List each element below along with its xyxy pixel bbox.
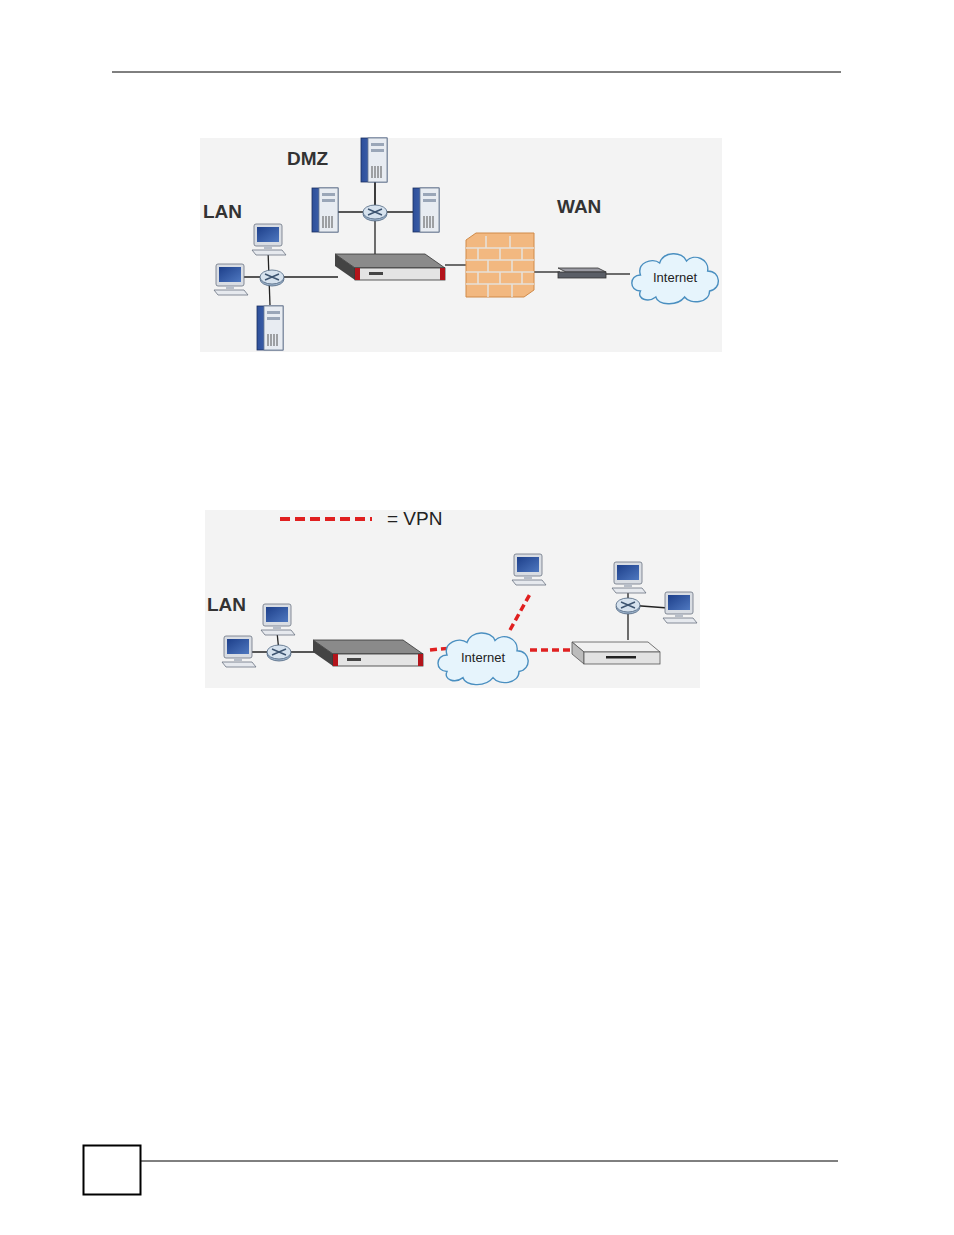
- vpn-diagram: [205, 510, 700, 688]
- zone-label: LAN: [203, 202, 242, 221]
- zone-label: LAN: [207, 595, 246, 614]
- legend-text: = VPN: [387, 509, 442, 528]
- header-rule: [112, 72, 841, 73]
- zone-label: DMZ: [287, 149, 328, 168]
- internet-cloud: Internet: [627, 247, 723, 307]
- page-number-box: [84, 1146, 141, 1195]
- legend-swatch: [280, 512, 372, 526]
- footer-rule: [140, 1161, 838, 1162]
- cloud-label: Internet: [653, 270, 697, 285]
- dmz-diagram: [200, 138, 722, 352]
- zone-label: WAN: [557, 197, 601, 216]
- internet-cloud: Internet: [433, 626, 533, 688]
- cloud-label: Internet: [461, 650, 505, 665]
